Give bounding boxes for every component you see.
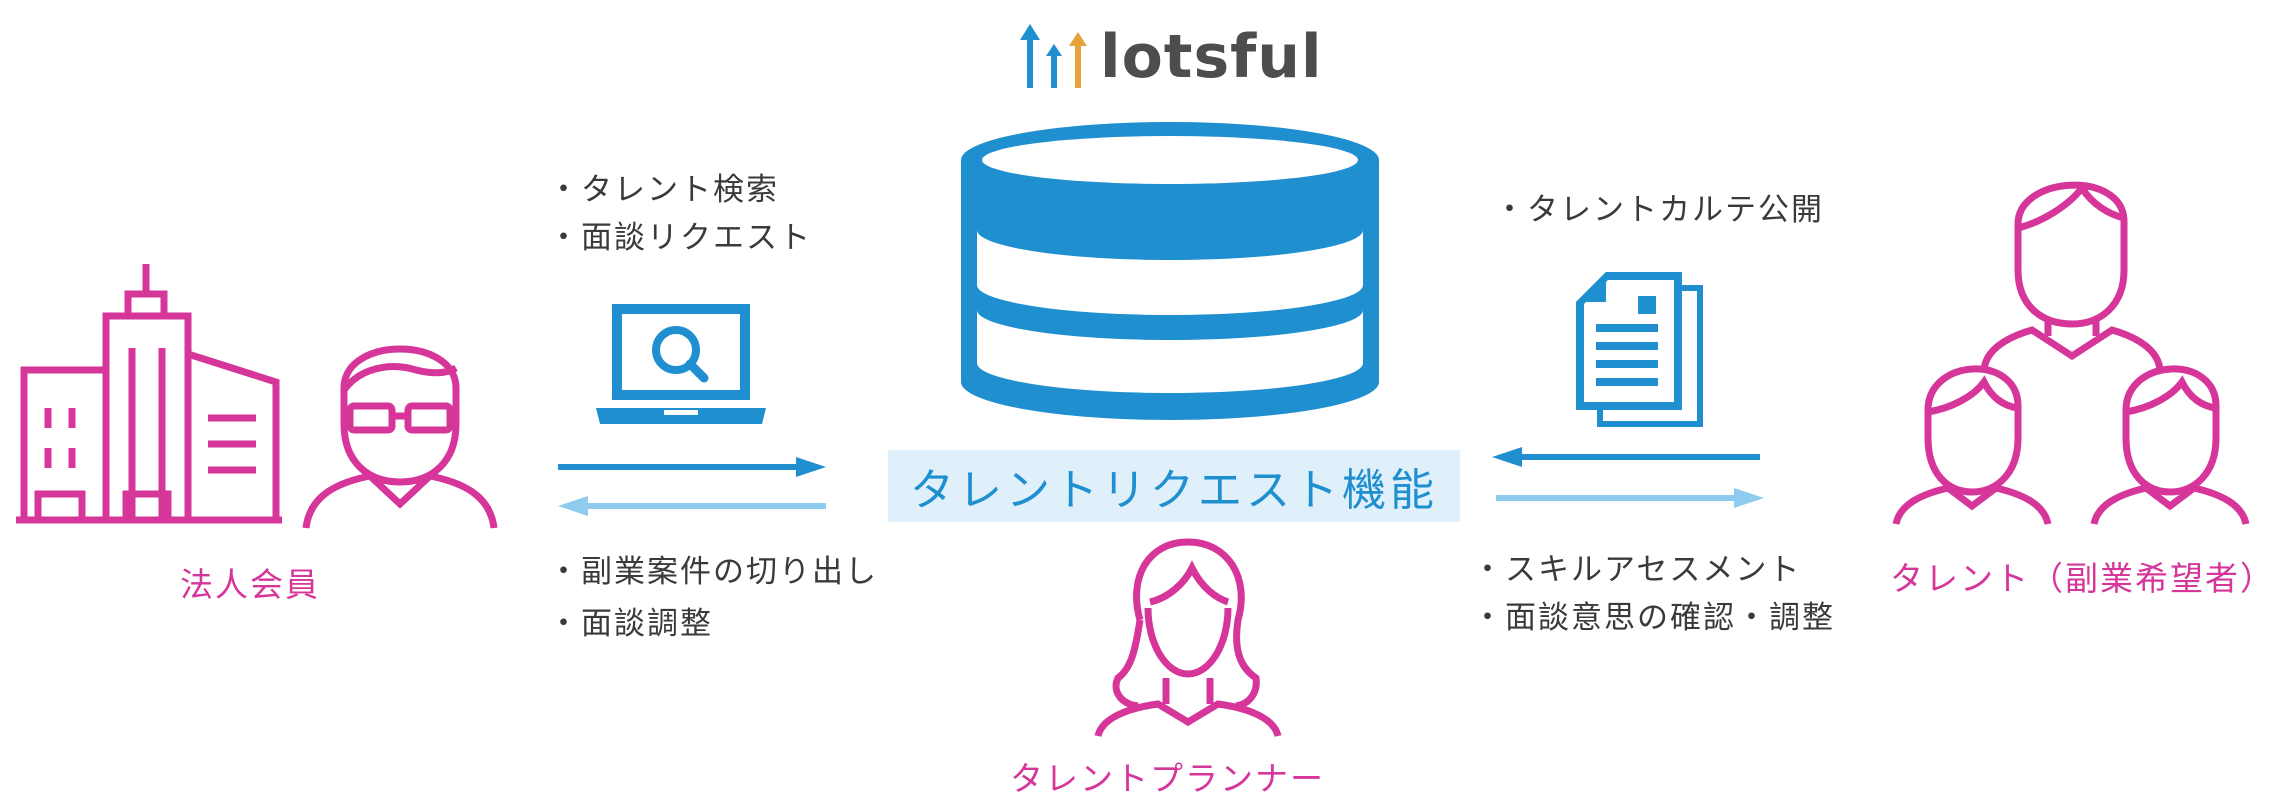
talent-planner-label: タレントプランナー — [1010, 759, 1325, 798]
lotsful-logo: lotsful — [1018, 18, 1338, 98]
talent-request-function-box: タレントリクエスト機能 — [888, 450, 1460, 522]
corporate-member-label: 法人会員 — [180, 565, 320, 604]
center-to-corporate-arrow — [558, 496, 826, 516]
laptop-search-icon — [596, 304, 766, 424]
center-to-talent-arrow — [1496, 488, 1764, 508]
logo-text: lotsful — [1100, 22, 1323, 92]
center-to-corporate-item-1: ・面談調整 — [548, 606, 713, 642]
center-to-corporate-item-0: ・副業案件の切り出し — [548, 554, 878, 590]
talent-label: タレント（副業希望者） — [1890, 559, 2275, 598]
corporate-to-center-item-1: ・面談リクエスト — [548, 220, 812, 256]
corporate-to-center-item-0: ・タレント検索 — [548, 172, 779, 208]
database-icon — [961, 122, 1379, 420]
talent-request-function-label: タレントリクエスト機能 — [910, 465, 1438, 516]
building-icon — [16, 264, 282, 524]
center-to-talent-item-0: ・スキルアセスメント — [1472, 552, 1802, 588]
talent-group-icon — [1892, 181, 2250, 525]
talent-planner-icon — [1094, 538, 1282, 738]
document-icon — [1576, 272, 1703, 427]
corporate-to-center-arrow — [558, 457, 826, 477]
corporate-person-icon — [302, 345, 498, 529]
talent-to-center-item-0: ・タレントカルテ公開 — [1494, 192, 1824, 228]
center-to-talent-item-1: ・面談意思の確認・調整 — [1472, 600, 1835, 636]
talent-to-center-arrow — [1492, 447, 1760, 467]
arrows-logo-icon — [1020, 24, 1087, 88]
